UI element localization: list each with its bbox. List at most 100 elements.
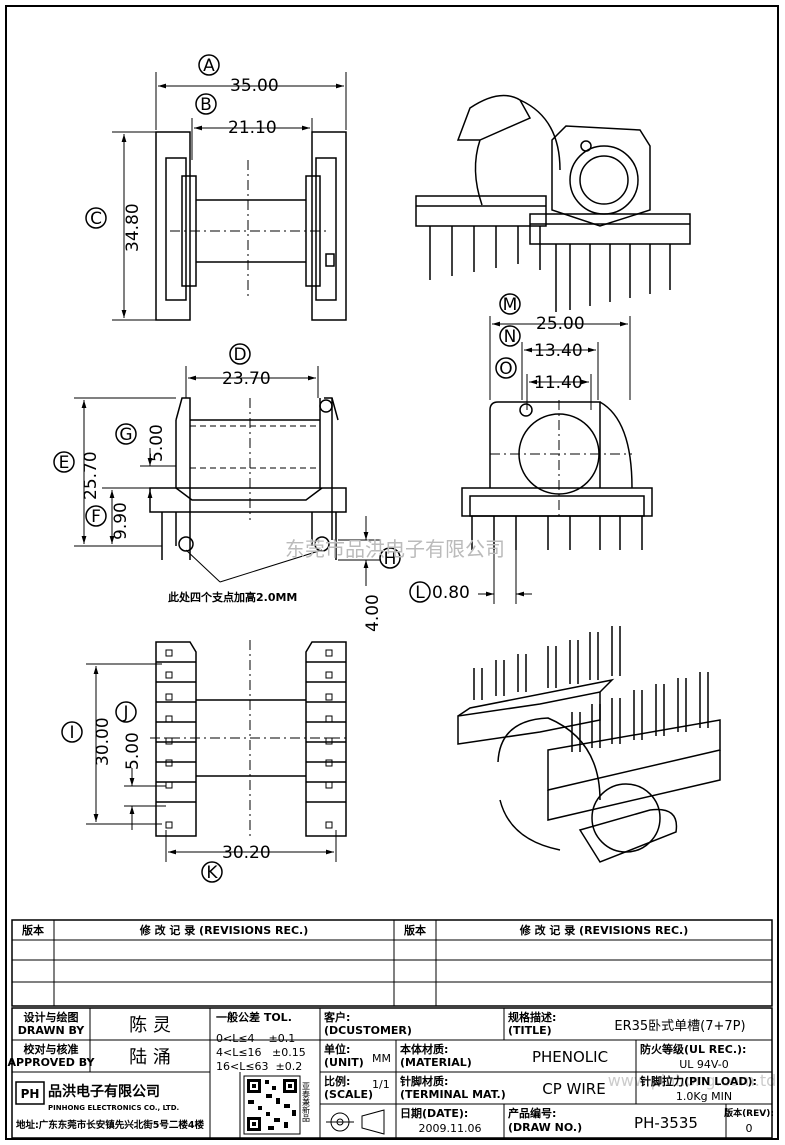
watermark-text: 东莞市品洪电子有限公司 [285, 537, 505, 561]
unit-value: MM [372, 1052, 391, 1065]
balloon-j [115, 701, 137, 723]
balloon-g [115, 423, 137, 445]
company-logo-text: PH [21, 1087, 40, 1101]
dim-e-value: 25.70 [81, 451, 101, 500]
balloon-c [85, 207, 107, 229]
unit-label-cn: 单位: [324, 1042, 350, 1056]
balloon-l [409, 581, 431, 603]
title-label-en: (TITLE) [508, 1024, 552, 1037]
dim-h-value: 4.00 [363, 594, 383, 632]
dim-i [86, 663, 162, 825]
dim-k [165, 830, 337, 862]
dim-n-value: 13.40 [534, 341, 583, 361]
dim-c [112, 131, 156, 321]
iso-view-top [415, 94, 691, 312]
dim-l [478, 550, 532, 604]
balloon-j-letter: J [122, 703, 128, 723]
date-label: 日期(DATE): [400, 1106, 468, 1120]
bottom-view [150, 640, 350, 840]
title-block [11, 1007, 773, 1139]
balloon-m-letter: M [503, 295, 518, 315]
unit-label-en: (UNIT) [324, 1056, 364, 1069]
dim-l-value: 0.80 [432, 583, 470, 603]
balloon-d [229, 343, 251, 365]
dim-e [74, 397, 176, 547]
top-view [155, 131, 347, 321]
balloon-e-letter: E [59, 453, 70, 473]
dim-c-value: 34.80 [123, 203, 143, 252]
rev-value: 0 [746, 1122, 753, 1135]
title-value: ER35卧式单槽(7+7P) [614, 1019, 745, 1034]
drawn-label-en: DRAWN BY [18, 1024, 86, 1037]
dim-n [521, 342, 599, 400]
scale-label-cn: 比例: [324, 1074, 350, 1088]
dim-m [489, 316, 631, 400]
terminal-label-en: (TERMINAL MAT.) [400, 1088, 506, 1101]
side-view [149, 397, 347, 560]
balloon-i-letter: I [69, 723, 74, 743]
balloon-o [495, 357, 517, 379]
dim-a-value: 35.00 [230, 76, 279, 96]
balloon-a-letter: A [203, 56, 215, 76]
drawn-label-cn: 设计与绘图 [24, 1010, 79, 1024]
balloon-l-letter: L [415, 583, 425, 603]
drawno-value: PH-3535 [634, 1114, 698, 1132]
balloon-n [499, 325, 521, 347]
dim-m-value: 25.00 [536, 314, 585, 334]
balloon-e [53, 451, 75, 473]
balloon-b [195, 93, 217, 115]
qr-code-icon [243, 1075, 301, 1135]
projection-symbol-icon [326, 1109, 385, 1135]
balloon-f-letter: F [91, 507, 101, 527]
balloon-h-letter: H [384, 549, 397, 569]
balloon-b-letter: B [200, 95, 212, 115]
dim-k-value: 30.20 [222, 843, 271, 863]
customer-label-en: (DCUSTOMER) [324, 1024, 412, 1037]
rev-col-version: 版本 [22, 923, 44, 937]
flame-value: UL 94V-0 [679, 1058, 729, 1071]
flame-label: 防火等级(UL REC.): [640, 1042, 746, 1056]
terminal-label-cn: 针脚材质: [400, 1074, 448, 1088]
dim-j [124, 768, 166, 830]
material-value: PHENOLIC [532, 1048, 608, 1066]
iso-view-bottom [457, 626, 721, 863]
balloon-a [198, 54, 220, 76]
balloon-k [201, 861, 223, 883]
qr-side-text: 亚泰兼新品 [302, 1082, 311, 1123]
balloon-i [61, 721, 83, 743]
rev-col-record: 修 改 记 录 (REVISIONS REC.) [139, 923, 309, 937]
scale-value: 1/1 [372, 1078, 390, 1091]
balloon-d-letter: D [233, 345, 246, 365]
drawn-value: 陈 灵 [129, 1015, 171, 1036]
support-note: 此处四个支点加高2.0MM [168, 590, 297, 604]
approved-label-cn: 校对与核准 [24, 1042, 79, 1056]
balloon-c-letter: C [90, 209, 102, 229]
company-logo-icon [15, 1081, 45, 1105]
tol-row-2: 4<L≤16 ±0.15 [216, 1046, 306, 1059]
dim-o [526, 374, 592, 410]
company-name-en: PINHONG ELECTRONICS CO., LTD. [48, 1104, 179, 1112]
revision-table [11, 919, 773, 1007]
scale-label-en: (SCALE) [324, 1088, 373, 1101]
dim-b-value: 21.10 [228, 118, 277, 138]
dim-g [140, 448, 176, 508]
dim-f [102, 487, 150, 544]
balloon-h [379, 547, 401, 569]
balloon-g-letter: G [119, 425, 132, 445]
balloon-m [499, 293, 521, 315]
date-value: 2009.11.06 [419, 1122, 482, 1135]
tol-title: 一般公差 TOL. [216, 1010, 292, 1024]
rev-label: 版本(REV): [723, 1107, 774, 1119]
rev-col-version-2: 版本 [404, 923, 426, 937]
company-address: 地址:广东东莞市长安镇先兴北街5号二楼4楼 [16, 1119, 205, 1131]
customer-label-cn: 客户: [323, 1010, 350, 1024]
balloon-o-letter: O [499, 359, 512, 379]
approved-label-en: APPROVED BY [8, 1056, 96, 1069]
material-label-cn: 本体材质: [400, 1042, 448, 1056]
balloon-n-letter: N [504, 327, 517, 347]
pinload-label: 针脚拉力(PIN LOAD): [640, 1074, 757, 1088]
rev-col-record-2: 修 改 记 录 (REVISIONS REC.) [519, 923, 689, 937]
material-label-en: (MATERIAL) [400, 1056, 472, 1069]
balloon-f [85, 505, 107, 527]
